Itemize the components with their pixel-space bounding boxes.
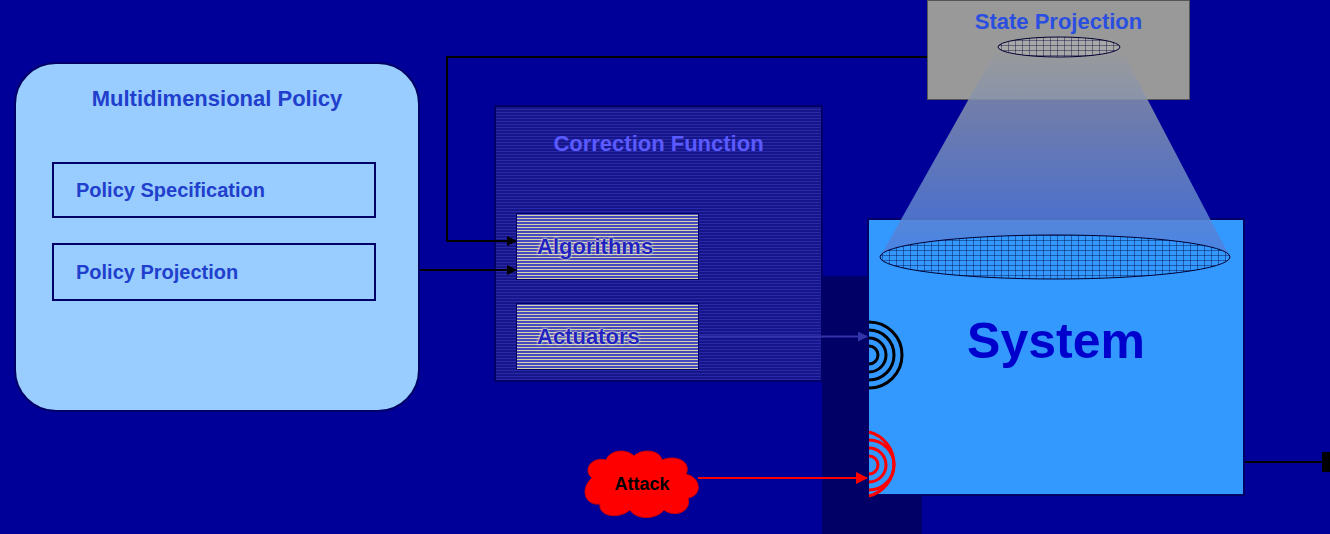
projection-cone — [880, 47, 1230, 257]
node-label: Correction Function — [553, 131, 763, 157]
output-line — [1245, 461, 1322, 463]
algorithm-box: Algorithms — [516, 213, 699, 280]
function-container: Correction FunctionAlgorithmsActuators — [494, 105, 823, 382]
state-grid — [998, 37, 1120, 57]
attack-cloud: Attack — [578, 448, 706, 520]
policy-box: Policy Specification — [52, 162, 376, 218]
attack-port — [869, 432, 894, 496]
node-label: Multidimensional Policy — [92, 86, 343, 112]
actuator-box: Actuators — [516, 303, 699, 370]
system-grid — [880, 235, 1230, 279]
node-label: State Projection — [975, 9, 1142, 35]
node-label: Actuators — [537, 324, 640, 350]
output-terminal — [1322, 452, 1330, 472]
connector-arrow — [420, 269, 516, 271]
state-ellipse — [998, 37, 1120, 57]
policy-box: Policy Projection — [52, 243, 376, 301]
system-box: System — [867, 218, 1245, 496]
connector-arrow — [447, 57, 927, 241]
policy-container: Multidimensional PolicyPolicy Specificat… — [14, 62, 420, 412]
system-ellipse — [880, 235, 1230, 279]
node-label: Algorithms — [537, 234, 653, 260]
node-label: Policy Projection — [76, 261, 238, 284]
actuator-port — [869, 322, 902, 388]
connector-arrow — [699, 336, 867, 338]
connector-arrow — [698, 477, 867, 479]
state-box: State Projection — [927, 0, 1190, 100]
node-label: System — [967, 312, 1145, 370]
node-label: Policy Specification — [76, 179, 265, 202]
node-label: Attack — [614, 474, 669, 495]
